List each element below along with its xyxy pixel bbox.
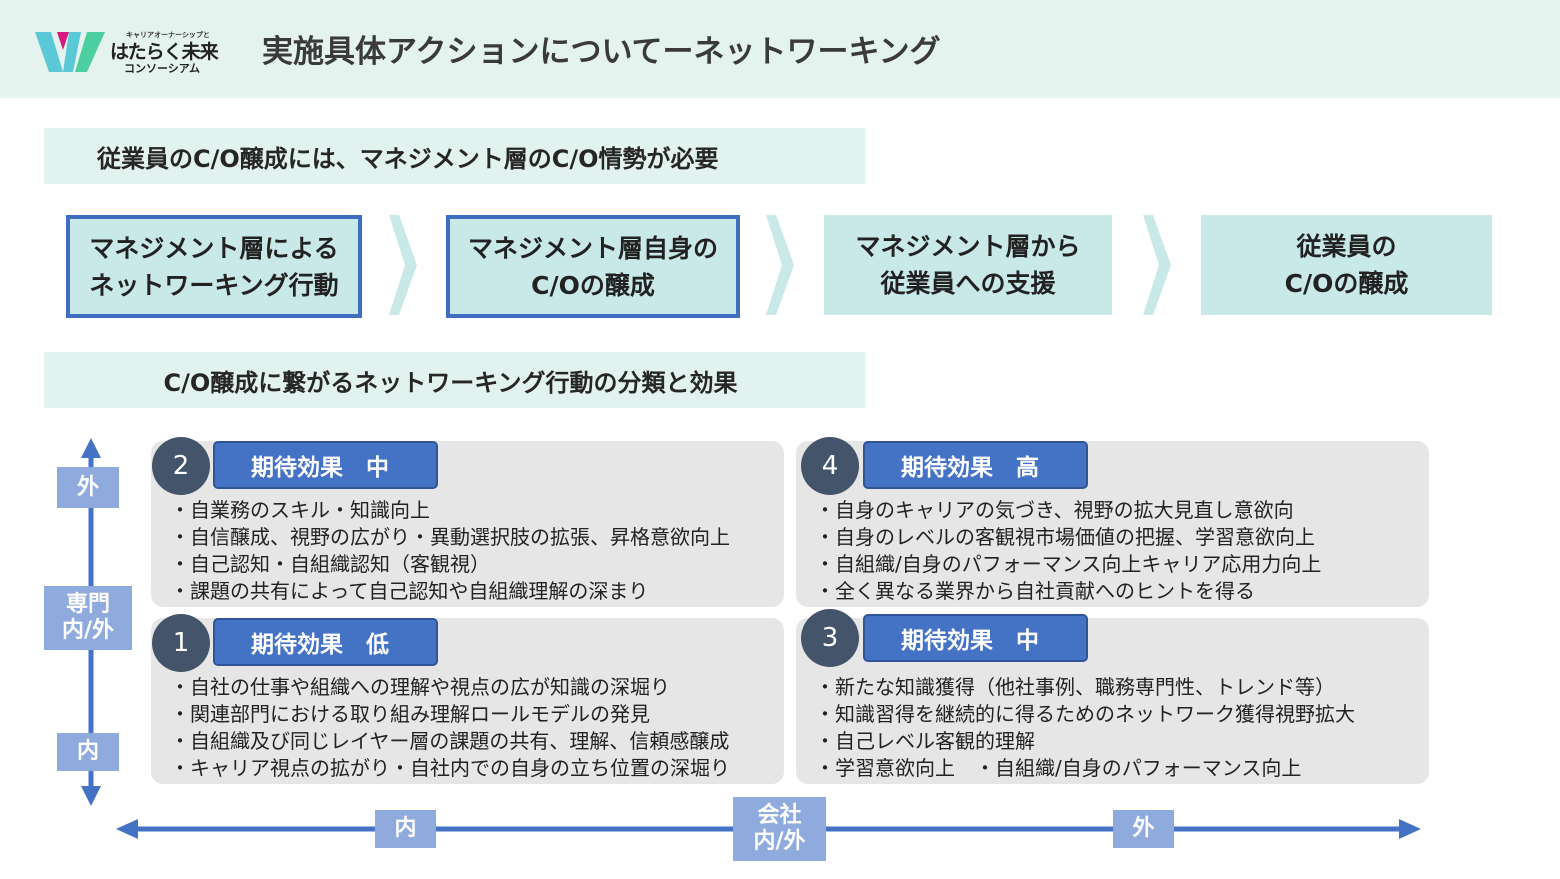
flow-line: C/Oの醸成 — [531, 270, 655, 300]
section-banner-2: C/O醸成に繋がるネットワーキング行動の分類と効果 — [44, 352, 865, 408]
chevron-right-icon — [1143, 215, 1171, 315]
flow-step-4: 従業員の C/Oの醸成 — [1201, 215, 1492, 315]
bullet-list: ・新たな知識獲得（他社事例、職務専門性、トレンド等） ・知識習得を継続的に得るため… — [815, 674, 1355, 782]
logo-name: はたらく未来 — [110, 41, 219, 63]
bullet-item: ・キャリア視点の拡がり・自社内での自身の立ち位置の深堀り — [170, 756, 730, 780]
arrow-left-icon — [116, 819, 138, 839]
arrow-down-icon — [81, 786, 101, 806]
bullet-item: ・知識習得を継続的に得るためのネットワーク獲得視野拡大 — [815, 702, 1355, 726]
axis-label-line: 専門 — [65, 592, 110, 617]
axis-label-company: 会社内/外 — [733, 797, 826, 861]
bullet-item: ・自信醸成、視野の広がり・異動選択肢の拡張、昇格意欲向上 — [170, 525, 730, 549]
section-banner-1: 従業員のC/O醸成には、マネジメント層のC/O情勢が必要 — [44, 128, 865, 184]
flow-step-3: マネジメント層から従業員への支援 — [824, 215, 1112, 315]
axis-label-line: 内/外 — [753, 829, 806, 854]
bullet-item: ・自己認知・自組織認知（客観視） — [170, 552, 490, 576]
bullet-item: ・自身のキャリアの気づき、視野の拡大見直し意欲向 — [815, 498, 1294, 522]
bullet-list: ・自業務のスキル・知識向上・自信醸成、視野の広がり・異動選択肢の拡張、昇格意欲向… — [170, 497, 730, 605]
bullet-item: ・新たな知識獲得（他社事例、職務専門性、トレンド等） — [815, 675, 1335, 699]
axis-label-outside-company: 外 — [1113, 810, 1174, 848]
bullet-item: ・自組織/自身のパフォーマンス向上キャリア応用力向上 — [815, 552, 1322, 576]
chevron-right-icon — [766, 215, 794, 315]
page-title: 実施具体アクションについてーネットワーキング — [262, 34, 941, 70]
axis-label-specialty: 専門内/外 — [44, 586, 132, 650]
bullet-item: ・学習意欲向上 ・自組織/自身のパフォーマンス向上 — [815, 756, 1302, 780]
bullet-item: ・自己レベル客観的理解 — [815, 729, 1035, 753]
axis-label-inside-company: 内 — [375, 810, 436, 848]
bullet-item: ・自組織及び同じレイヤー層の課題の共有、理解、信頼感醸成 — [170, 729, 730, 753]
flow-step-2: マネジメント層自身の C/Oの醸成 — [446, 215, 740, 318]
quadrant-number: 2 — [152, 437, 210, 495]
axis-label-inside: 内 — [57, 733, 119, 771]
bullet-list: ・自身のキャリアの気づき、視野の拡大見直し意欲向・自身のレベルの客観視市場価値の… — [815, 497, 1321, 605]
logo-suffix: コンソーシアム — [124, 62, 201, 75]
bullet-item: ・全く異なる業界から自社貢献へのヒントを得る — [815, 579, 1255, 603]
effect-badge: 期待効果 中 — [213, 441, 438, 489]
flow-line: マネジメント層自身の — [467, 233, 718, 263]
effect-badge: 期待効果 中 — [863, 614, 1088, 662]
flow-line: マネジメント層による — [89, 233, 339, 263]
flow-line: ネットワーキング行動 — [89, 270, 339, 300]
axis-label-outside: 外 — [57, 467, 119, 508]
flow-line: マネジメント層から — [855, 232, 1081, 261]
bullet-list: ・自社の仕事や組織への理解や視点の広が知識の深堀り・関連部門における取り組み理解… — [170, 674, 730, 782]
effect-badge: 期待効果 高 — [863, 441, 1088, 489]
bullet-item: ・自社の仕事や組織への理解や視点の広が知識の深堀り — [170, 675, 670, 699]
flow-line: 従業員への支援 — [880, 269, 1056, 298]
flow-line: C/Oの醸成 — [1284, 269, 1409, 298]
chevron-right-icon — [389, 215, 417, 315]
bullet-item: ・自業務のスキル・知識向上 — [170, 498, 430, 522]
flow-line: 従業員の — [1296, 232, 1397, 261]
quadrant-number: 1 — [152, 614, 210, 672]
quadrant-number: 4 — [801, 437, 859, 495]
logo-subtitle: キャリアオーナーシップと — [126, 31, 210, 39]
arrow-up-icon — [81, 438, 101, 458]
axis-label-line: 内/外 — [61, 618, 115, 643]
banner-text: 従業員のC/O醸成には、マネジメント層のC/O情勢が必要 — [97, 144, 719, 173]
bullet-item: ・関連部門における取り組み理解ロールモデルの発見 — [170, 702, 650, 726]
effect-badge: 期待効果 低 — [213, 618, 438, 666]
header-bar — [0, 0, 1560, 98]
bullet-item: ・自身のレベルの客観視市場価値の把握、学習意欲向上 — [815, 525, 1315, 549]
arrow-right-icon — [1399, 819, 1421, 839]
flow-step-1: マネジメント層によるネットワーキング行動 — [66, 215, 362, 318]
logo-icon — [35, 32, 105, 72]
banner-text: C/O醸成に繋がるネットワーキング行動の分類と効果 — [163, 368, 738, 397]
bullet-item: ・課題の共有によって自己認知や自組織理解の深まり — [170, 579, 649, 603]
axis-label-line: 会社 — [757, 803, 802, 828]
quadrant-number: 3 — [801, 609, 859, 667]
